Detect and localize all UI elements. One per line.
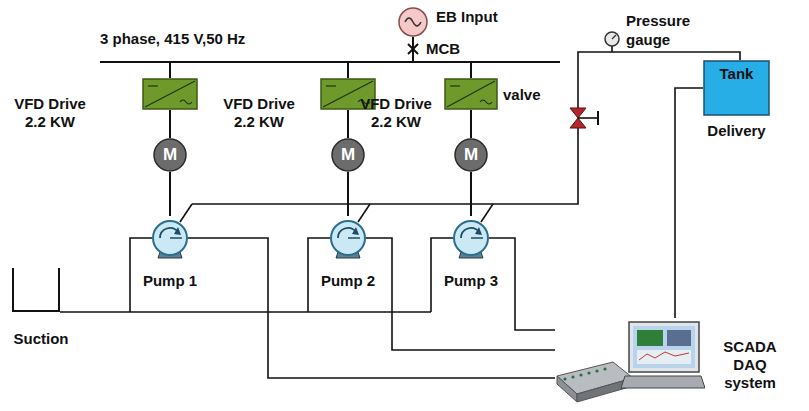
power-source: EB Input [398,7,428,37]
motor-letter: M [163,145,177,165]
vfd-drive-outline [142,78,198,110]
node-label: EB Input [436,8,526,26]
pump-outlet [358,204,370,222]
motor-circle: M [454,138,488,172]
node-label: Tank [703,65,770,83]
pump-symbol: Pump 3 [449,216,493,260]
shaft-connector [169,110,171,138]
power-source-outline [398,7,428,37]
shaft-connector [347,110,349,138]
discharge-header [192,128,578,204]
motor-letter: M [464,145,478,165]
drive-feed [470,62,472,78]
signal-wire [188,238,555,378]
drive-feed [347,62,349,78]
motor-circle: M [153,138,187,172]
node-label: VFD Drive 2.2 KW [3,95,97,131]
node-label: Suction [6,330,76,348]
node-label: Pump 2 [308,272,388,290]
pump-outlet [180,204,192,222]
node-label: SCADA DAQ system [715,338,785,392]
node-label: Delivery [695,122,778,140]
pump-symbol: Pump 1 [148,216,192,260]
vfd-drive: VFD Drive 2.2 KW [444,78,498,110]
vfd-drive: VFD Drive 2.2 KW [142,78,198,110]
node-label: VFD Drive 2.2 KW [352,95,440,131]
annotation-label: MCB [426,40,476,59]
suction-sump-outline [12,268,60,312]
motor-circle: M [331,138,365,172]
mcb-symbol [408,44,418,54]
scada-station-outline [555,318,705,406]
pump-symbol-outline [148,216,192,260]
shaft-connector [169,172,171,216]
delivery-tank: TankDelivery [703,60,770,116]
motor-letter: M [341,145,355,165]
pump-symbol-outline [326,216,370,260]
annotation-label: Pressure gauge [626,12,702,50]
suction-sump: Suction [12,268,60,312]
node-label: VFD Drive 2.2 KW [212,95,306,131]
node-label: Pump 1 [130,272,210,290]
vfd-drive-outline [444,78,498,110]
scada-station: SCADA DAQ system [555,318,705,406]
signal-wire [366,238,555,350]
shaft-connector [347,172,349,216]
pump-outlet [481,204,493,222]
node-label: Pump 3 [431,272,511,290]
suction-header [60,311,431,313]
shaft-connector [470,172,472,216]
shaft-connector [470,110,472,138]
gauge-stem [611,46,613,52]
mcb-symbol [408,44,418,54]
pump-symbol: Pump 2 [326,216,370,260]
valve-symbol [570,108,598,128]
annotation-label: 3 phase, 415 V,50 Hz [100,30,320,49]
level-signal [675,88,703,318]
pressure-gauge [605,32,619,46]
signal-wire [489,238,555,330]
annotation-label: valve [503,86,553,105]
pump-symbol-outline [449,216,493,260]
drive-feed [169,62,171,78]
